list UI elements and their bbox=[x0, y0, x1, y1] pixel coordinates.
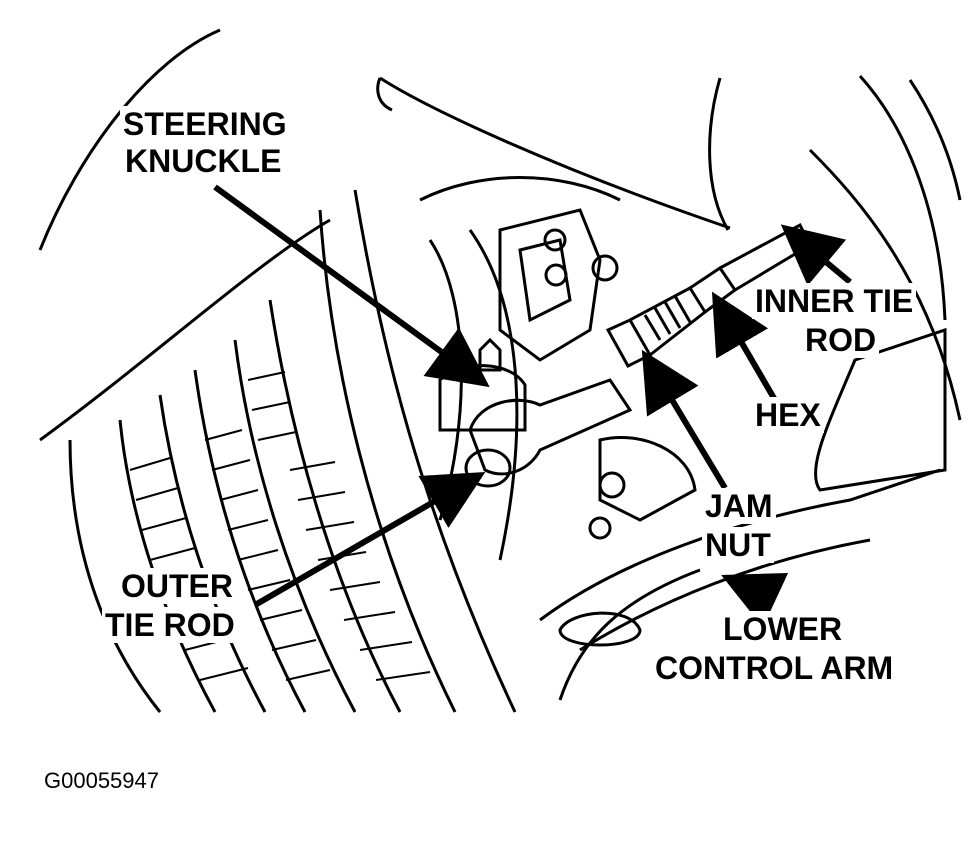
lower-ball-joint bbox=[558, 435, 697, 647]
wheel-well bbox=[376, 74, 962, 701]
label-outer-tie-rod-line1: OUTER bbox=[118, 568, 236, 604]
label-steering-knuckle-line1: STEERING bbox=[120, 106, 290, 142]
steering-knuckle-part bbox=[438, 208, 619, 432]
arrow-jam-nut bbox=[641, 349, 728, 490]
tie-rod-assembly bbox=[464, 222, 812, 488]
arrow-inner-tie-rod bbox=[780, 224, 852, 286]
arrow-hex bbox=[711, 291, 778, 402]
arrow-steering-knuckle bbox=[213, 184, 490, 388]
label-lower-control-arm-line2: CONTROL ARM bbox=[652, 650, 897, 686]
tire bbox=[38, 28, 517, 713]
label-hex: HEX bbox=[752, 397, 824, 433]
label-outer-tie-rod-line2: TIE ROD bbox=[102, 607, 238, 643]
leader-arrows bbox=[213, 184, 852, 628]
arrow-outer-tie-rod bbox=[253, 472, 486, 608]
arrow-lower-control-arm bbox=[721, 573, 789, 628]
label-lower-control-arm-line1: LOWER bbox=[720, 611, 846, 647]
label-jam-nut-line2: NUT bbox=[702, 527, 774, 563]
label-inner-tie-rod-line2: ROD bbox=[802, 322, 880, 358]
label-steering-knuckle-line2: KNUCKLE bbox=[122, 143, 285, 179]
label-inner-tie-rod-line1: INNER TIE bbox=[752, 283, 917, 319]
figure-id: G00055947 bbox=[44, 768, 159, 793]
label-jam-nut-line1: JAM bbox=[702, 488, 776, 524]
